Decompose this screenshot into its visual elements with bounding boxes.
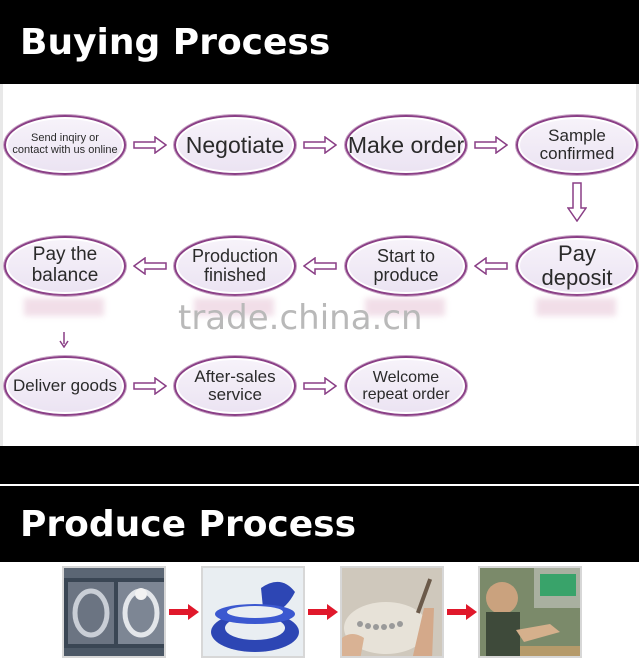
arrow-right-red-icon	[447, 604, 477, 620]
step-pay-balance-line2: balance	[31, 265, 99, 286]
polishing-image	[478, 566, 582, 658]
step-sample-confirmed-line1: Sample	[548, 125, 606, 145]
step-production-finished-line1: Production	[191, 245, 279, 266]
cad-design-image	[62, 566, 166, 658]
arrow-right-icon	[133, 377, 167, 395]
reflection-blur	[536, 298, 616, 316]
step-start-to-produce-line2: produce	[373, 265, 439, 285]
step-send-inquiry-line2: contact with us online	[12, 144, 118, 156]
buying-process-title-text: Buying Process	[20, 21, 331, 63]
arrow-left-icon	[133, 257, 167, 275]
arrow-right-icon	[133, 136, 167, 154]
step-welcome-repeat-line2: repeat order	[362, 386, 450, 403]
step-pay-deposit-line1: Pay	[558, 241, 596, 267]
arrow-left-icon	[474, 257, 508, 275]
reflection-blur	[365, 298, 445, 316]
stone-setting-image	[340, 566, 444, 658]
arrow-right-icon	[303, 377, 337, 395]
step-negotiate: Negotiate	[174, 115, 296, 175]
reflection-blur	[24, 298, 104, 316]
step-after-sales-line2: service	[208, 385, 262, 404]
watermark: trade.china.cn	[178, 298, 423, 338]
arrow-right-icon	[303, 136, 337, 154]
step-pay-deposit-line2: deposit	[541, 265, 613, 290]
produce-process-title-text: Produce Process	[20, 503, 357, 545]
arrow-right-red-icon	[308, 604, 338, 620]
step-deliver-goods-label: Deliver goods	[13, 375, 117, 395]
step-deliver-goods: Deliver goods	[4, 356, 126, 416]
arrow-down-icon	[567, 182, 587, 222]
step-negotiate-label: Negotiate	[185, 131, 285, 158]
step-welcome-repeat-line1: Welcome	[372, 368, 440, 386]
step-pay-balance-line1: Pay the	[32, 244, 98, 266]
step-make-order: Make order	[345, 115, 467, 175]
arrow-down-icon	[59, 332, 69, 348]
wax-mold-image	[201, 566, 305, 658]
arrow-left-icon	[303, 257, 337, 275]
step-start-to-produce-line1: Start to	[376, 245, 436, 266]
step-production-finished-line2: finished	[203, 265, 267, 285]
step-make-order-label: Make order	[347, 131, 465, 158]
reflection-blur	[194, 298, 274, 316]
arrow-right-icon	[474, 136, 508, 154]
buying-process-title: Buying Process	[0, 0, 639, 84]
arrow-right-red-icon	[169, 604, 199, 620]
step-sample-confirmed-line2: confirmed	[539, 144, 615, 163]
section-divider	[0, 446, 639, 484]
step-send-inquiry-line1: Send inqiry or	[31, 132, 99, 145]
produce-process-title: Produce Process	[0, 484, 639, 562]
step-after-sales-line1: After-sales	[194, 366, 276, 386]
